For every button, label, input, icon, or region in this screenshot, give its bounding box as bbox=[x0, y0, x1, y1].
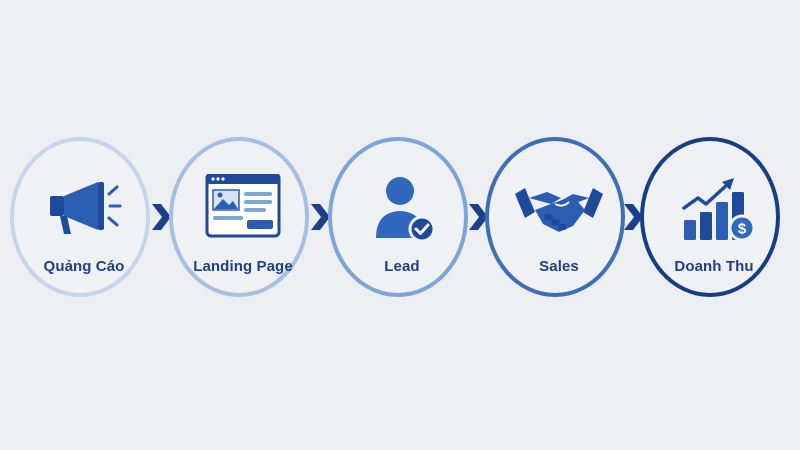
step-label: Quảng Cáo bbox=[43, 258, 125, 275]
step-ads: Quảng Cáo bbox=[10, 137, 150, 297]
step-label: Sales bbox=[539, 258, 579, 275]
step-label: Landing Page bbox=[193, 258, 293, 275]
step-label: Lead bbox=[384, 258, 420, 275]
landing-page-icon bbox=[205, 174, 281, 238]
megaphone-icon bbox=[50, 182, 122, 234]
step-sales: Sales bbox=[485, 137, 625, 297]
chevron-right-icon bbox=[152, 204, 171, 230]
chevron-right-icon bbox=[311, 204, 330, 230]
step-revenue: $ Doanh Thu bbox=[640, 137, 780, 297]
step-landing-page: Landing Page bbox=[169, 137, 309, 297]
handshake-icon bbox=[515, 188, 603, 232]
user-check-icon bbox=[376, 177, 436, 243]
chevron-right-icon bbox=[469, 204, 488, 230]
step-label: Doanh Thu bbox=[674, 258, 754, 275]
chevron-right-icon bbox=[624, 204, 643, 230]
revenue-chart-icon: $ bbox=[682, 178, 756, 242]
svg-text:$: $ bbox=[738, 221, 747, 238]
step-lead: Lead bbox=[328, 137, 468, 297]
